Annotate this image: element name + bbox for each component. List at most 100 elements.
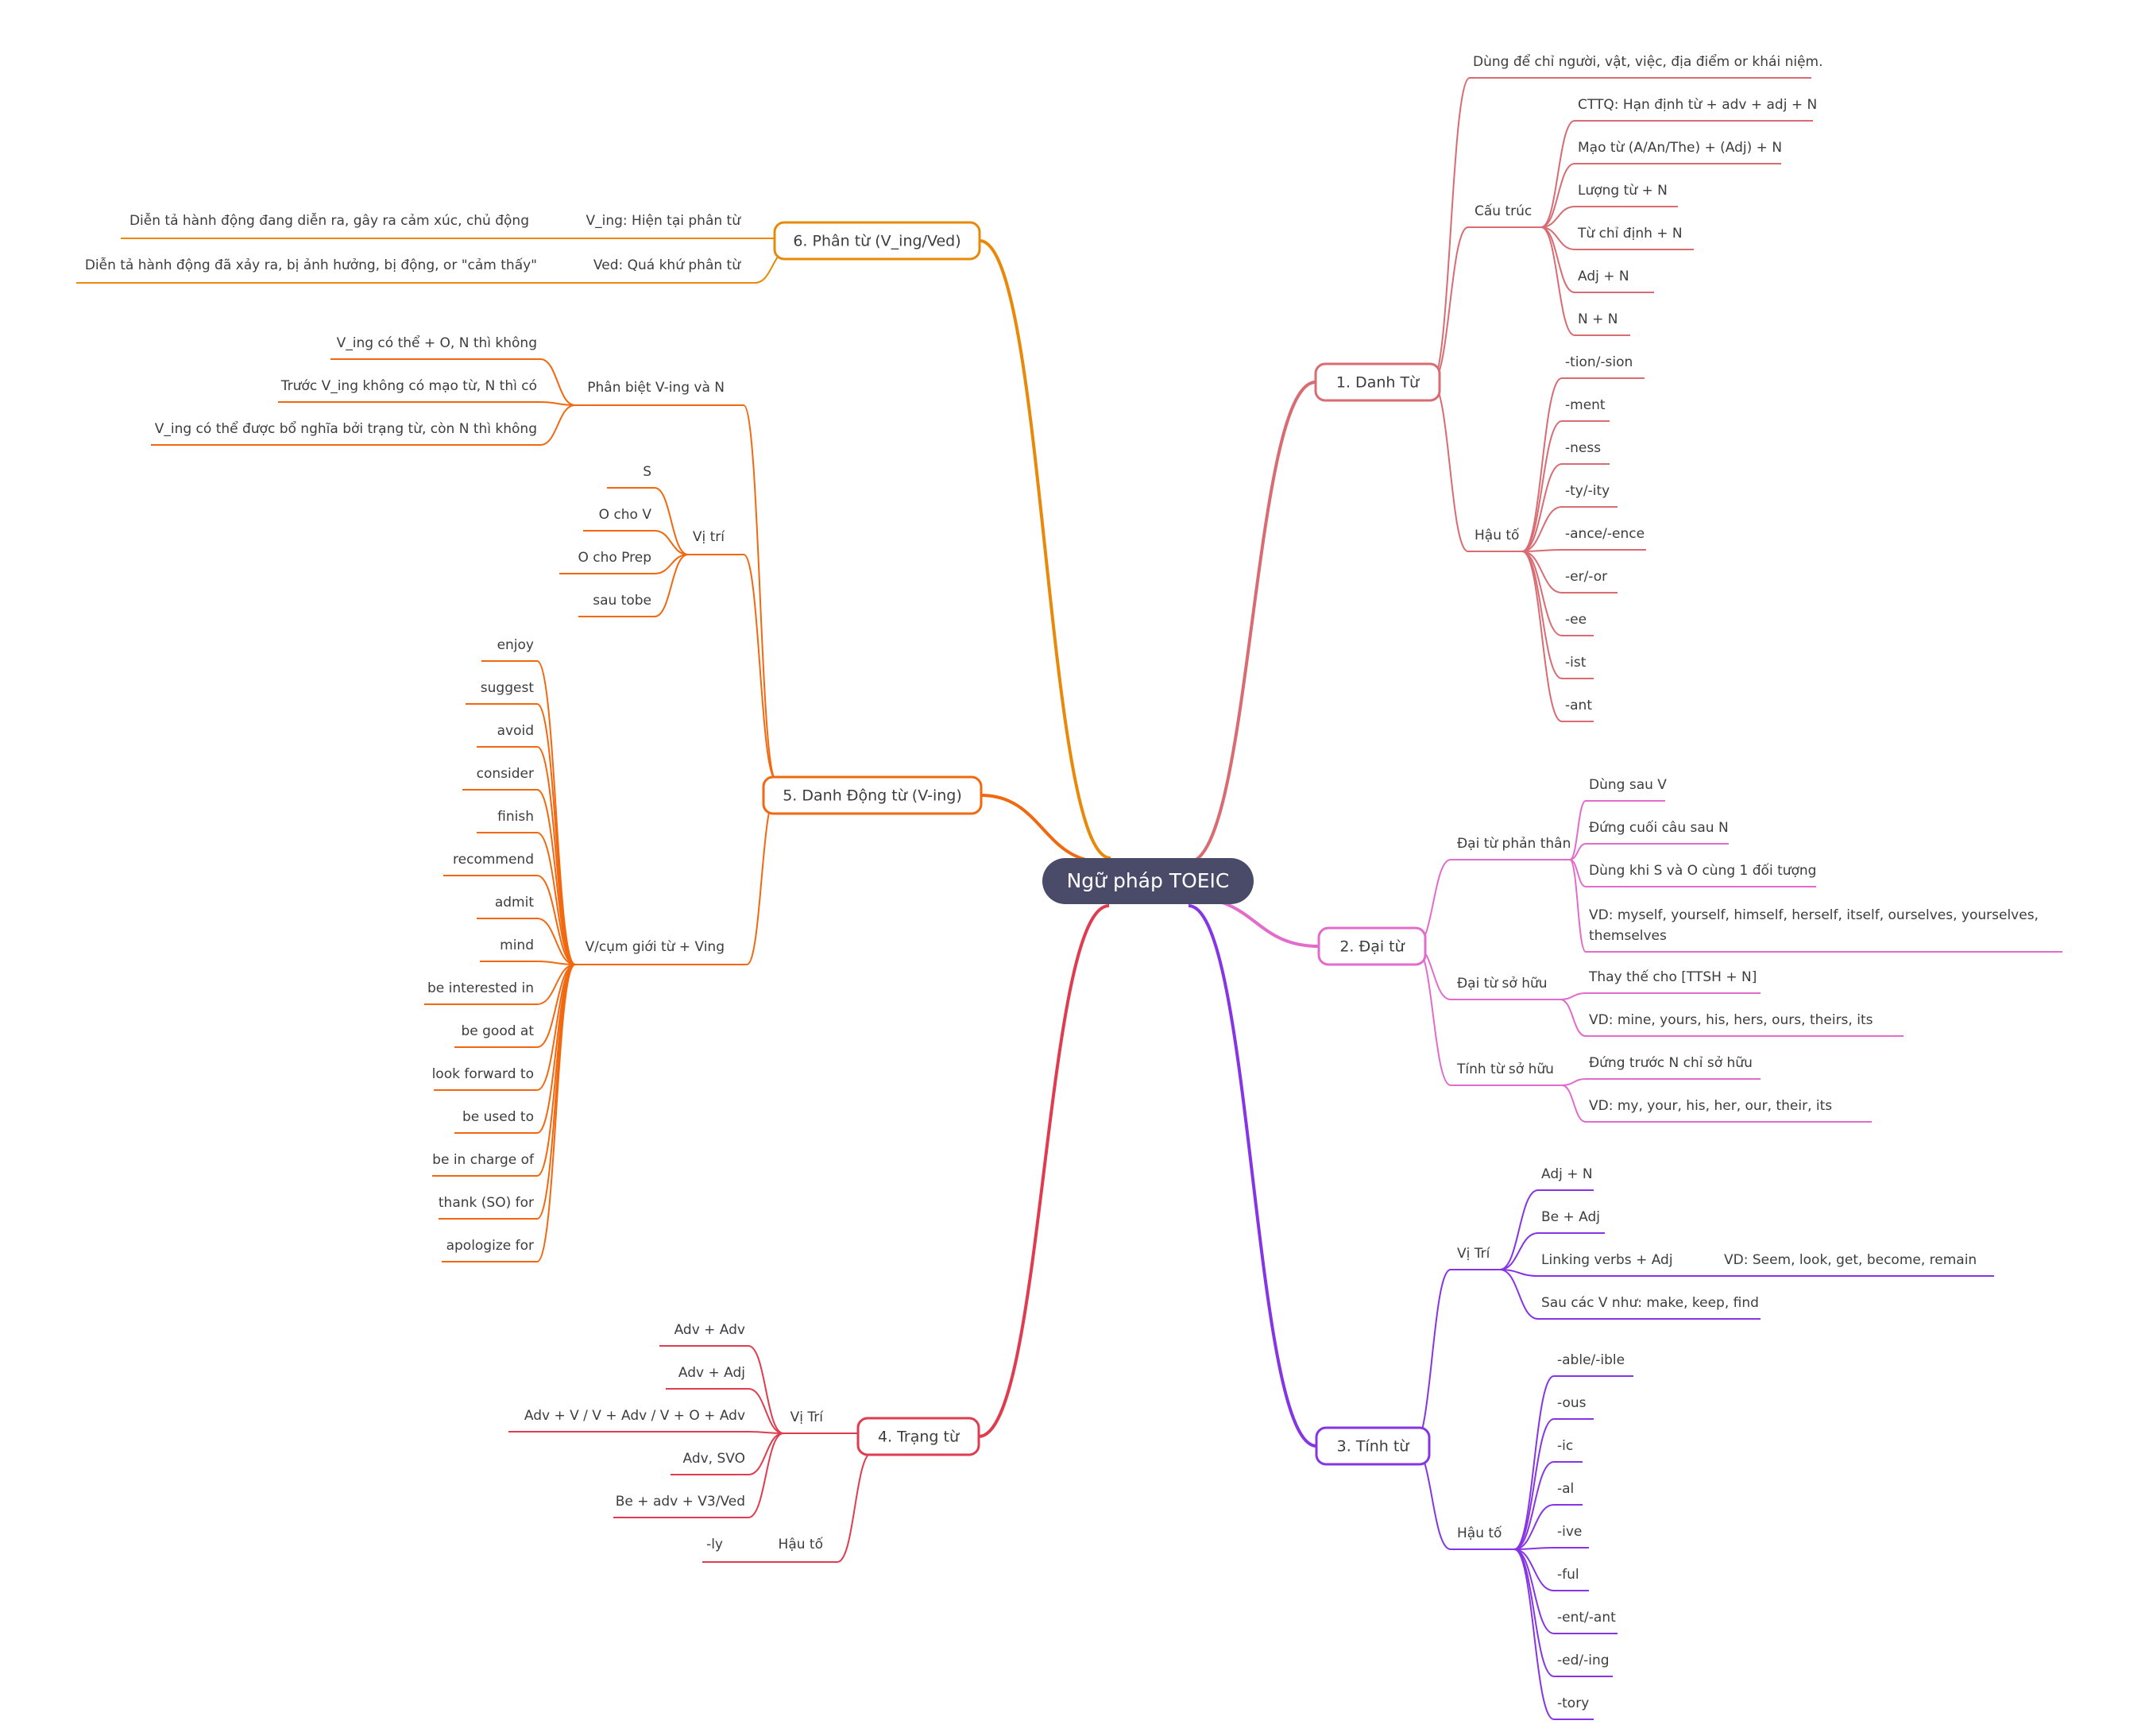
dai-tu-item[interactable]: Dùng sau V [1589, 777, 1667, 793]
v-cum-item[interactable]: consider [477, 766, 534, 782]
v-cum-item[interactable]: be interested in [427, 980, 534, 996]
hau-to-danh-tu-item[interactable]: -ment [1565, 397, 1606, 413]
edge-tinh-tu-hau-to-item [1513, 1418, 1555, 1550]
phan-tu-type-label[interactable]: V_ing: Hiện tại phân từ [586, 213, 741, 229]
dai-tu-item[interactable]: VD: my, your, his, her, our, their, its [1589, 1098, 1832, 1114]
cau-truc-item[interactable]: Adj + N [1578, 269, 1629, 284]
phan-biet-item[interactable]: V_ing có thể + O, N thì không [337, 334, 537, 351]
tinh-tu-vi-tri-label[interactable]: Vị Trí [1457, 1246, 1491, 1262]
dai-tu-item[interactable]: Đứng cuối câu sau N [1589, 819, 1729, 836]
dai-tu-item[interactable]: VD: myself, yourself, himself, herself, … [1589, 907, 2039, 923]
hau-to-danh-tu-item[interactable]: -er/-or [1565, 569, 1607, 585]
trang-tu-vi-tri-item[interactable]: Adv, SVO [683, 1451, 746, 1467]
cau-truc-item[interactable]: Mạo từ (A/An/The) + (Adj) + N [1578, 140, 1782, 156]
branch-tinh-tu[interactable]: 3. Tính từ [1315, 1426, 1431, 1466]
cau-truc-item[interactable]: N + N [1578, 311, 1618, 327]
dai-tu-group-label[interactable]: Đại từ sở hữu [1457, 976, 1548, 992]
tinh-tu-hau-to-item[interactable]: -able/-ible [1557, 1352, 1625, 1368]
branch-phan-tu-label: 6. Phân từ (V_ing/Ved) [793, 233, 960, 250]
dai-tu-item[interactable]: Thay thế cho [TTSH + N] [1588, 969, 1757, 985]
branch-danh-dong-tu[interactable]: 5. Danh Động từ (V-ing) [762, 775, 983, 815]
dai-tu-item[interactable]: Dùng khi S và O cùng 1 đối tượng [1589, 862, 1816, 879]
danh-dong-tu-vi-tri-item[interactable]: S [643, 464, 651, 480]
edge-hau-to-danh-tu-item [1521, 551, 1563, 593]
root-node[interactable]: Ngữ pháp TOEIC [1042, 858, 1254, 904]
hau-to-danh-tu-item[interactable]: -ty/-ity [1565, 483, 1610, 499]
v-cum-item[interactable]: apologize for [446, 1238, 534, 1254]
dai-tu-item-cont[interactable]: themselves [1589, 928, 1667, 944]
v-cum-item[interactable]: be in charge of [432, 1152, 535, 1168]
tinh-tu-hau-to-item[interactable]: -ous [1557, 1395, 1587, 1411]
tinh-tu-hau-to-item[interactable]: -ent/-ant [1557, 1610, 1616, 1626]
cau-truc-item[interactable]: Lượng từ + N [1578, 183, 1668, 199]
tinh-tu-vi-tri-item[interactable]: Be + Adj [1541, 1209, 1600, 1225]
trang-tu-vi-tri-label[interactable]: Vị Trí [790, 1409, 825, 1425]
branch-tinh-tu-frame [1315, 1426, 1431, 1466]
tinh-tu-vi-tri-item[interactable]: Linking verbs + Adj [1541, 1252, 1673, 1268]
hau-to-danh-tu-item[interactable]: -ant [1565, 698, 1592, 713]
phan-tu-type-label[interactable]: Ved: Quá khứ phân từ [593, 257, 741, 273]
trang-tu-vi-tri-item[interactable]: Adv + V / V + Adv / V + O + Adv [524, 1408, 745, 1424]
trang-tu-hau-to-item[interactable]: -ly [706, 1537, 723, 1552]
connector-layer [76, 77, 2062, 1720]
v-cum-item[interactable]: suggest [481, 680, 535, 696]
hau-to-danh-tu-item[interactable]: -ist [1565, 655, 1587, 671]
phan-biet-label[interactable]: Phân biệt V-ing và N [587, 380, 725, 396]
danh-dong-tu-vi-tri-item[interactable]: sau tobe [593, 593, 651, 609]
phan-biet-item[interactable]: V_ing có thể được bổ nghĩa bởi trạng từ,… [155, 420, 537, 437]
branch-phan-tu[interactable]: 6. Phân từ (V_ing/Ved) [773, 221, 981, 261]
branch-dai-tu-frame [1317, 926, 1427, 966]
tinh-tu-hau-to-label[interactable]: Hậu tố [1457, 1525, 1502, 1541]
tinh-tu-hau-to-item[interactable]: -al [1557, 1481, 1574, 1497]
v-cum-item[interactable]: recommend [453, 852, 534, 868]
hau-to-danh-tu-label[interactable]: Hậu tố [1475, 527, 1520, 543]
trang-tu-vi-tri-item[interactable]: Adv + Adv [674, 1322, 745, 1338]
tinh-tu-hau-to-item[interactable]: -ive [1557, 1524, 1582, 1540]
tinh-tu-vi-tri-item[interactable]: Adj + N [1541, 1166, 1593, 1182]
branch-danh-tu[interactable]: 1. Danh Từ [1314, 362, 1441, 402]
branch-trang-tu[interactable]: 4. Trạng từ [856, 1417, 980, 1456]
v-cum-item[interactable]: avoid [497, 723, 534, 739]
v-cum-label[interactable]: V/cụm giới từ + Ving [585, 939, 725, 955]
trang-tu-hau-to-label[interactable]: Hậu tố [779, 1536, 824, 1552]
danh-dong-tu-vi-tri-item[interactable]: O cho Prep [578, 550, 651, 566]
dai-tu-group-label[interactable]: Đại từ phản thân [1457, 836, 1571, 852]
trang-tu-vi-tri-item[interactable]: Adv + Adj [678, 1365, 745, 1381]
tinh-tu-hau-to-item[interactable]: -ic [1557, 1438, 1573, 1454]
edge-dai-tu-item [1561, 1085, 1587, 1123]
phan-biet-item[interactable]: Trước V_ing không có mạo từ, N thì có [280, 378, 537, 394]
v-cum-item[interactable]: admit [495, 895, 534, 911]
danh-dong-tu-vi-tri-item[interactable]: O cho V [599, 507, 652, 523]
phan-tu-description[interactable]: Diễn tả hành động đã xảy ra, bị ảnh hưởn… [85, 257, 537, 273]
branch-dai-tu[interactable]: 2. Đại từ [1317, 926, 1427, 966]
cau-truc-item[interactable]: Từ chỉ định + N [1577, 226, 1683, 242]
tinh-tu-hau-to-item[interactable]: -tory [1557, 1695, 1589, 1711]
v-cum-item[interactable]: be good at [461, 1023, 534, 1039]
hau-to-danh-tu-item[interactable]: -ee [1565, 612, 1587, 628]
hau-to-danh-tu-item[interactable]: -tion/-sion [1565, 354, 1633, 370]
tinh-tu-hau-to-item[interactable]: -ed/-ing [1557, 1653, 1610, 1668]
dai-tu-item[interactable]: Đứng trước N chỉ sở hữu [1589, 1055, 1753, 1071]
tinh-tu-linking-example[interactable]: VD: Seem, look, get, become, remain [1724, 1252, 1977, 1268]
danh-tu-definition[interactable]: Dùng để chỉ người, vật, việc, địa điểm o… [1473, 53, 1823, 70]
hau-to-danh-tu-item[interactable]: -ance/-ence [1565, 526, 1645, 542]
v-cum-item[interactable]: thank (SO) for [439, 1195, 534, 1211]
danh-dong-tu-vi-tri-label[interactable]: Vị trí [693, 529, 725, 545]
v-cum-item[interactable]: enjoy [497, 637, 534, 653]
dai-tu-group-label[interactable]: Tính từ sở hữu [1456, 1061, 1554, 1077]
tinh-tu-hau-to-item[interactable]: -ful [1557, 1567, 1579, 1583]
cau-truc-label[interactable]: Cấu trúc [1475, 203, 1532, 219]
v-cum-item[interactable]: look forward to [432, 1066, 534, 1082]
dai-tu-item[interactable]: VD: mine, yours, his, hers, ours, theirs… [1589, 1012, 1873, 1028]
v-cum-item[interactable]: finish [497, 809, 534, 825]
phan-tu-description[interactable]: Diễn tả hành động đang diễn ra, gây ra c… [129, 212, 529, 229]
edge-dai-tu-item [1560, 999, 1587, 1037]
v-cum-item[interactable]: mind [500, 938, 534, 953]
v-cum-item[interactable]: be used to [462, 1109, 534, 1125]
edge-phan-biet-item [539, 404, 576, 446]
trang-tu-vi-tri-item[interactable]: Be + adv + V3/Ved [616, 1494, 745, 1510]
cau-truc-item[interactable]: CTTQ: Hạn định từ + adv + adj + N [1578, 97, 1817, 113]
edge-dai-tu [1191, 896, 1320, 948]
tinh-tu-vi-tri-item[interactable]: Sau các V như: make, keep, find [1541, 1295, 1759, 1311]
hau-to-danh-tu-item[interactable]: -ness [1565, 440, 1601, 456]
